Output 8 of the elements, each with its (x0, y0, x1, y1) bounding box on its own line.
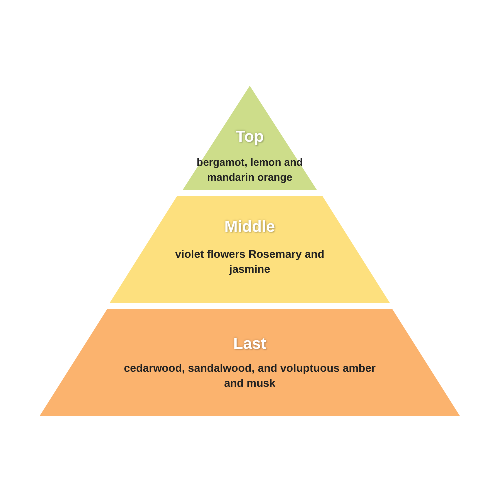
tier-heading: Top (236, 128, 264, 148)
pyramid-base-tier (40, 309, 460, 416)
pyramid-middle-tier (110, 196, 390, 303)
tier-heading: Middle (224, 218, 276, 238)
tier-description: violet flowers Rosemary and jasmine (174, 248, 326, 278)
tier-heading: Last (234, 335, 266, 355)
tier-description: cedarwood, sandalwood, and voluptuous amber and musk (123, 362, 377, 392)
pyramid-apex-triangle (183, 86, 317, 190)
